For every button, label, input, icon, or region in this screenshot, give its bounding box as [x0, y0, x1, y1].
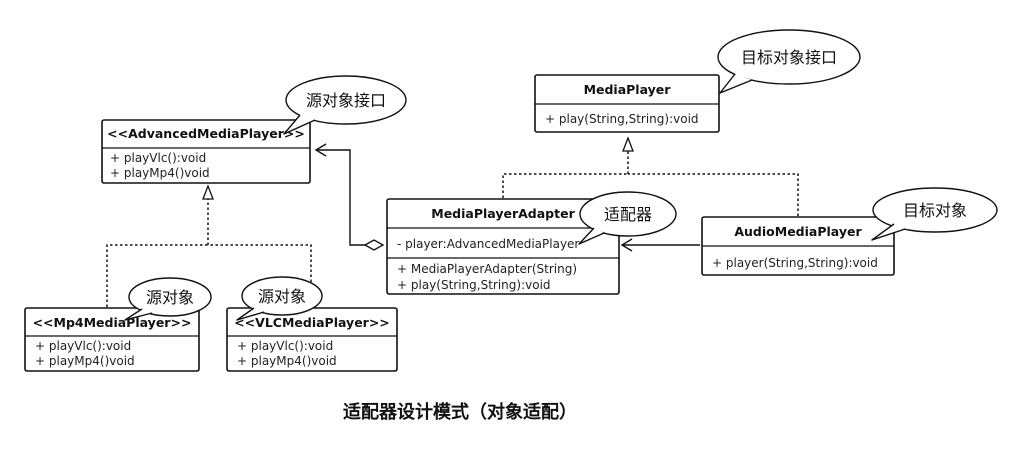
- method: + playMp4()void: [35, 354, 135, 368]
- class-title: MediaPlayerAdapter: [431, 206, 575, 221]
- bubble-label: 源对象: [258, 287, 306, 306]
- method: + playVlc():void: [237, 339, 333, 353]
- class-media-player-adapter: MediaPlayerAdapter - player:AdvancedMedi…: [386, 198, 620, 295]
- bubble-label: 源对象: [146, 288, 194, 307]
- class-mp4-media-player: <<Mp4MediaPlayer>> + playVlc():void + pl…: [24, 307, 200, 372]
- association-arrowhead: [620, 238, 633, 252]
- method: + playMp4()void: [110, 166, 210, 180]
- field: - player:AdvancedMediaPlayer: [397, 237, 579, 251]
- method: + playMp4()void: [237, 354, 337, 368]
- method: + playVlc():void: [110, 151, 206, 165]
- bubble-label: 目标对象接口: [741, 48, 837, 67]
- class-title: <<Mp4MediaPlayer>>: [33, 315, 192, 330]
- class-vlc-media-player: <<VLCMediaPlayer>> + playVlc():void + pl…: [226, 307, 398, 372]
- aggregation-line: [316, 149, 365, 246]
- aggregation-diamond: [363, 239, 385, 251]
- realization-line-adapter: [502, 173, 628, 198]
- class-title: MediaPlayer: [584, 82, 672, 97]
- realization-arrowhead-media: [622, 136, 634, 152]
- bubble-label: 适配器: [604, 205, 652, 224]
- diagram-caption: 适配器设计模式（对象适配）: [343, 402, 577, 423]
- method: + playVlc():void: [35, 339, 131, 353]
- bubble-source-mp4: 源对象: [124, 277, 212, 321]
- bubble-label: 目标对象: [903, 201, 967, 220]
- bubble-target: 目标对象: [871, 187, 998, 241]
- bubble-target-interface: 目标对象接口: [717, 29, 861, 94]
- class-title: AudioMediaPlayer: [734, 224, 862, 239]
- class-audio-media-player: AudioMediaPlayer + player(String,String)…: [701, 216, 895, 276]
- realization-line-mp4: [106, 244, 208, 307]
- method: + play(String,String):void: [397, 278, 551, 292]
- realization-line-audio: [628, 173, 799, 216]
- bubble-source-interface: 源对象接口: [283, 75, 407, 135]
- class-advanced-media-player: <<AdvancedMediaPlayer>> + playVlc():void…: [101, 119, 311, 184]
- method: + play(String,String):void: [545, 112, 699, 126]
- bubble-label: 源对象接口: [306, 91, 386, 110]
- method: + MediaPlayerAdapter(String): [397, 262, 577, 276]
- class-title: <<VLCMediaPlayer>>: [234, 315, 390, 330]
- method: + player(String,String):void: [712, 256, 878, 270]
- aggregation-arrowhead: [314, 143, 327, 157]
- class-media-player: MediaPlayer + play(String,String):void: [534, 74, 720, 133]
- bubble-adapter: 适配器: [578, 191, 677, 245]
- realization-arrowhead-advanced: [202, 184, 214, 200]
- bubble-source-vlc: 源对象: [236, 276, 323, 321]
- class-title: <<AdvancedMediaPlayer>>: [107, 126, 305, 141]
